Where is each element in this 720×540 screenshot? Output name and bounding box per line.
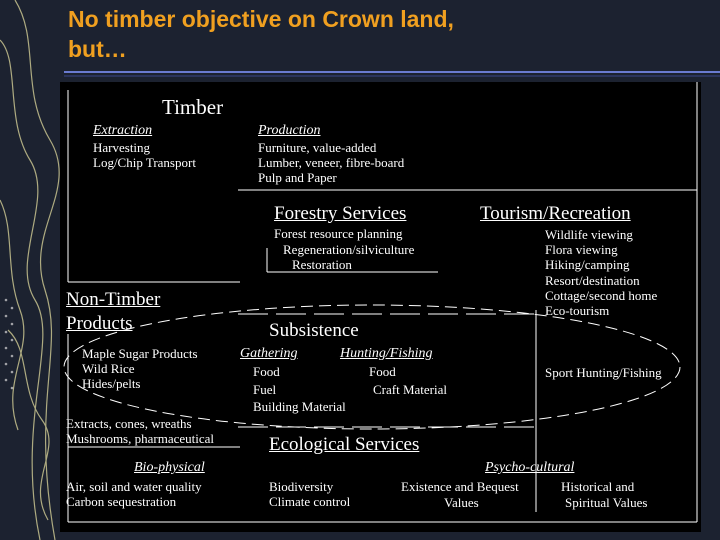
extraction-heading: Extraction — [93, 123, 153, 138]
list-item: Resort/destination — [545, 272, 640, 288]
bio-physical-list: Air, soil and water quality Carbon seque… — [66, 479, 202, 509]
list-item: Hides/pelts — [82, 376, 141, 392]
sport-hunting-fishing: Sport Hunting/Fishing — [545, 365, 662, 380]
slide-title-line-1: No timber objective on Crown land, — [68, 6, 454, 32]
list-item: Biodiversity — [269, 479, 334, 494]
list-item: Climate control — [269, 494, 351, 510]
list-item: Air, soil and water quality — [66, 479, 202, 494]
list-item: Carbon sequestration — [66, 494, 177, 510]
extraction-list: Harvesting Log/Chip Transport — [93, 140, 196, 170]
historical-line-2: Spiritual Values — [565, 495, 648, 510]
list-item: Wild Rice — [82, 361, 135, 377]
production-heading: Production — [258, 123, 321, 138]
slide-title-line-2: but… — [68, 36, 127, 62]
list-item: Wildlife viewing — [545, 227, 633, 242]
gathering-item-fuel: Fuel — [253, 382, 277, 397]
subsistence-heading: Subsistence — [269, 320, 359, 341]
bio-physical-heading: Bio-physical — [134, 460, 205, 475]
non-timber-heading-line-1: Non-Timber — [66, 289, 161, 310]
tourism-recreation-heading: Tourism/Recreation — [480, 203, 631, 224]
forestry-list-item-3: Restoration — [292, 257, 352, 272]
non-timber-heading: Non-Timber Products — [66, 288, 160, 336]
forestry-list-item-2: Regeneration/silviculture — [283, 242, 415, 257]
list-item: Furniture, value-added — [258, 140, 377, 155]
gathering-heading: Gathering — [240, 346, 298, 361]
slide-title: No timber objective on Crown land, but… — [68, 4, 668, 64]
list-item: Harvesting — [93, 140, 151, 155]
tourism-list: Wildlife viewing Flora viewing Hiking/ca… — [545, 227, 657, 318]
list-item: Pulp and Paper — [258, 170, 337, 186]
hunting-fishing-heading: Hunting/Fishing — [340, 346, 433, 361]
gathering-item-building: Building Material — [253, 399, 346, 414]
diagram-panel: Timber Extraction Harvesting Log/Chip Tr… — [60, 82, 701, 532]
existence-line-2: Values — [444, 495, 479, 510]
forestry-services-heading: Forestry Services — [274, 203, 407, 224]
list-item: Mushrooms, pharmaceutical — [66, 431, 215, 447]
hunting-item-food: Food — [369, 364, 396, 379]
timber-heading: Timber — [162, 95, 224, 119]
psycho-cultural-heading: Psycho-cultural — [485, 460, 575, 475]
gathering-item-food: Food — [253, 364, 280, 379]
existence-line-1: Existence and Bequest — [401, 479, 519, 494]
ecological-services-heading: Ecological Services — [269, 434, 420, 455]
list-item: Eco-tourism — [545, 303, 610, 319]
production-list: Furniture, value-added Lumber, veneer, f… — [258, 140, 404, 186]
non-timber-extra-list: Extracts, cones, wreaths Mushrooms, phar… — [66, 416, 214, 446]
list-item: Hiking/camping — [545, 257, 630, 273]
list-item: Cottage/second home — [545, 287, 658, 303]
list-item: Log/Chip Transport — [93, 155, 196, 171]
diagram-lines — [63, 82, 698, 523]
bio-physical-list-2: Biodiversity Climate control — [269, 479, 350, 509]
forestry-list-item-1: Forest resource planning — [274, 226, 403, 241]
list-item: Maple Sugar Products — [82, 346, 198, 361]
list-item: Flora viewing — [545, 242, 618, 258]
list-item: Lumber, veneer, fibre-board — [258, 155, 405, 171]
list-item: Extracts, cones, wreaths — [66, 416, 192, 431]
non-timber-heading-line-2: Products — [66, 313, 133, 334]
non-timber-list: Maple Sugar Products Wild Rice Hides/pel… — [82, 346, 198, 392]
hunting-item-craft: Craft Material — [373, 382, 447, 397]
historical-line-1: Historical and — [561, 479, 635, 494]
